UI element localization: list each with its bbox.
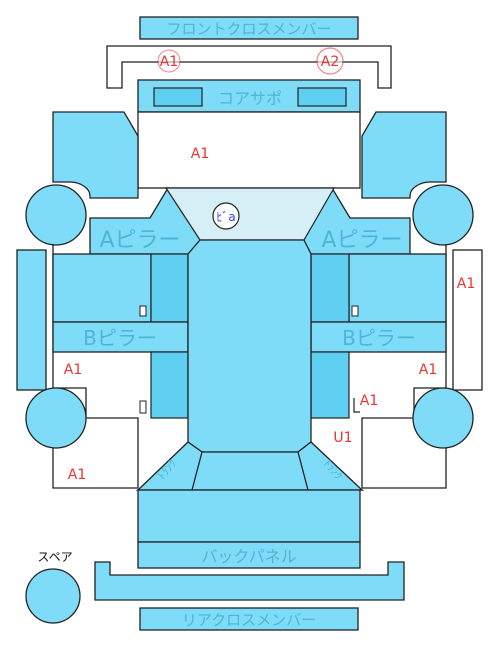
core-support-right-light (297, 87, 347, 107)
code-left-rear-door: A1 (64, 362, 82, 378)
rear-bumper[interactable] (94, 561, 405, 601)
left-front-door-handle (139, 305, 147, 317)
left-b-pillar[interactable] (52, 321, 189, 353)
left-front-wheel[interactable] (25, 184, 87, 246)
rear-cross-member[interactable] (139, 607, 359, 631)
code-right-side-sill: A1 (457, 276, 475, 292)
right-rear-door-handle (353, 398, 360, 413)
roof-marker-circle (212, 202, 240, 230)
left-a-pillar-label: Aピラー (99, 228, 180, 253)
left-front-fender[interactable] (52, 111, 139, 199)
spare-tire-label: スペア (37, 550, 72, 564)
left-rear-door-handle (139, 400, 147, 414)
left-rear-wheel[interactable] (25, 387, 87, 449)
code-ring-a1 (157, 49, 181, 73)
code-hood: A1 (191, 146, 209, 162)
spare-tire[interactable] (25, 568, 81, 624)
left-b-pillar-label: Bピラー (83, 326, 157, 350)
left-side-sill[interactable] (16, 249, 47, 391)
left-front-door[interactable] (52, 253, 152, 323)
right-front-door[interactable] (348, 253, 447, 323)
left-rear-door-inner[interactable] (150, 351, 189, 419)
right-b-pillar[interactable] (310, 321, 447, 353)
core-support-label: コアサポ (218, 89, 282, 108)
back-panel-label: バックパネル (201, 547, 296, 566)
left-front-door-inner (150, 253, 189, 323)
roof[interactable] (187, 239, 312, 453)
code-right-rear-door: A1 (419, 362, 437, 378)
roof-marker-label: ﾋﾞa (216, 210, 235, 224)
hood[interactable] (137, 111, 361, 189)
back-panel-lower[interactable] (137, 541, 361, 569)
core-support-left-light (153, 87, 203, 107)
right-side-sill[interactable] (452, 249, 483, 391)
front-cross-member-label: フロントクロスメンバー (166, 20, 331, 38)
code-ring-a2 (316, 47, 344, 75)
right-front-door-handle (351, 305, 359, 317)
back-panel[interactable] (137, 489, 361, 543)
right-front-door-inner (310, 253, 350, 323)
right-a-pillar-label: Aピラー (321, 228, 402, 253)
right-rear-door-inner[interactable] (310, 351, 350, 419)
code-front-cross-a1: A1 (160, 54, 178, 70)
code-left-quarter: A1 (68, 467, 86, 483)
front-cross-member[interactable] (139, 16, 359, 40)
code-front-cross-a2: A2 (321, 54, 339, 70)
right-b-pillar-label: Bピラー (342, 326, 416, 350)
right-front-wheel[interactable] (412, 184, 474, 246)
right-front-fender[interactable] (361, 111, 447, 199)
rear-cross-member-label: リアクロスメンバー (182, 611, 316, 629)
right-rear-wheel[interactable] (412, 387, 474, 449)
code-right-rear-door-2: A1 (360, 393, 378, 409)
code-right-quarter: U1 (333, 430, 352, 446)
